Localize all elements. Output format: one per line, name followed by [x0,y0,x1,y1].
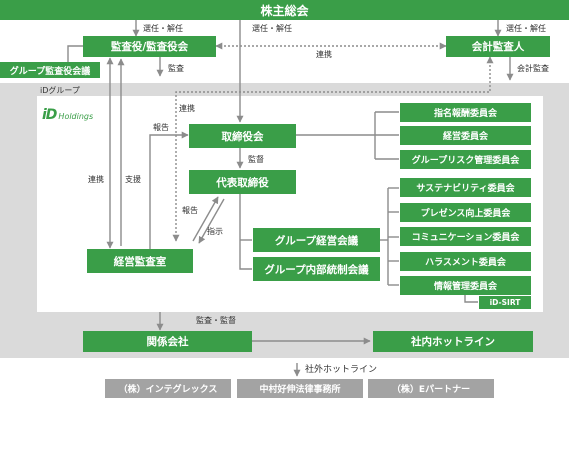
label-houkoku-mid: 報告 [182,206,198,215]
label-kansa-kantoku: 監査・監督 [196,316,236,325]
label-outside-hotline: 社外ホットライン [305,365,378,375]
committee-risk-box: グループリスク管理委員会 [400,150,531,169]
affiliates-box: 関係会社 [83,331,252,352]
committee-management-box: 経営委員会 [400,126,531,145]
label-kantoku: 監督 [248,155,264,164]
link-auditors-council [67,45,83,62]
arrow-report-rep [192,196,219,242]
label-shiji: 指示 [207,227,223,236]
committee-nomination-box: 指名報酬委員会 [400,103,531,122]
group-audit-council-box: グループ監査役会議 [0,62,100,78]
board-box: 取締役会 [189,124,296,148]
internal-audit-box: 経営監査室 [87,249,193,273]
link-accounting-internal [172,56,494,242]
group-management-box: グループ経営会議 [253,228,380,252]
link-idsirt [464,293,478,303]
external-law-office-box: 中村好伸法律事務所 [237,379,363,398]
label-elect-right: 選任・解任 [506,24,546,33]
committee-harassment-box: ハラスメント委員会 [400,252,531,271]
external-integrex-box: （株）インテグレックス [105,379,231,398]
label-elect-mid: 選任・解任 [252,24,292,33]
label-renkei-top: 連携 [316,50,332,59]
external-epartner-box: （株）Eパートナー [368,379,494,398]
label-renkei-mid: 連携 [179,104,195,113]
group-internal-control-box: グループ内部統制会議 [253,257,380,281]
representative-box: 代表取締役 [189,170,296,194]
label-houkoku-top: 報告 [153,123,169,132]
accounting-auditor-box: 会計監査人 [446,36,550,57]
internal-hotline-box: 社内ホットライン [373,331,533,352]
label-renkei-left: 連携 [88,175,104,184]
committee-communication-box: コミュニケーション委員会 [400,227,531,246]
label-kansa: 監査 [168,64,184,73]
arrow-report-board [149,131,189,249]
committee-sustainability-box: サステナビリティ委員会 [400,178,531,197]
auditors-box: 監査役/監査役会 [83,36,216,57]
label-elect-left: 選任・解任 [143,24,183,33]
label-kaikei-kansa: 会計監査 [517,64,549,73]
committee-info-box: 情報管理委員会 [400,276,531,295]
shareholders-meeting-bar: 株主総会 [0,0,569,20]
arrow-instruct [198,198,225,244]
logo-text: Holdings [58,112,94,121]
logo-mark: iD [42,107,57,123]
link-rep-meetings [239,194,252,270]
committee-presence-box: プレゼンス向上委員会 [400,203,531,222]
idsirt-box: iD-SIRT [479,296,531,309]
group-label: iDグループ [40,86,80,95]
label-shien: 支援 [125,175,141,184]
